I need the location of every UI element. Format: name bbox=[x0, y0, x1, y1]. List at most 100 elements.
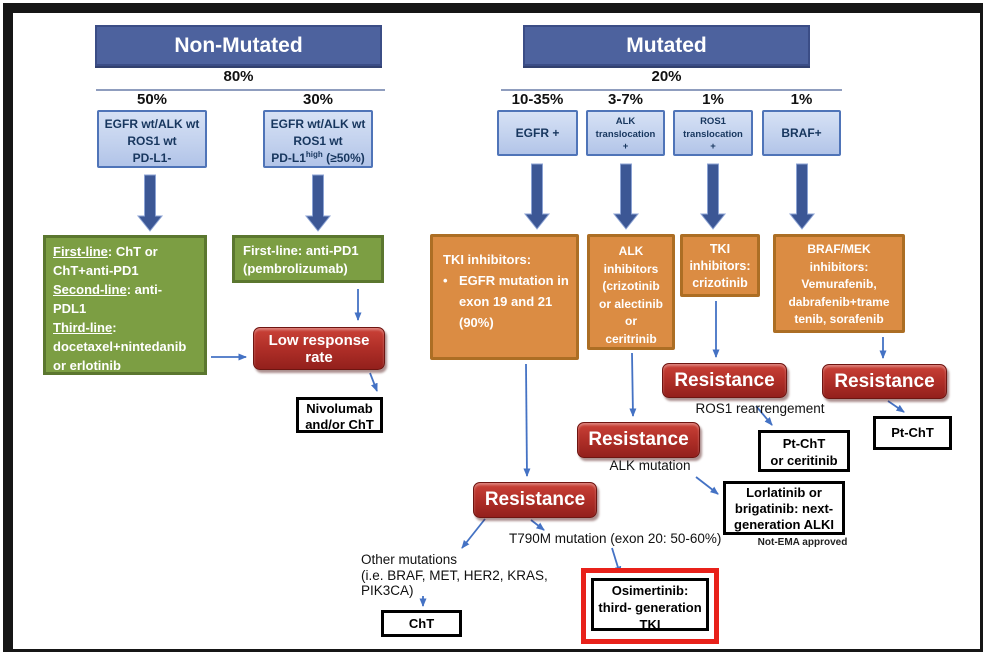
treatment-line: First-line: ChT or bbox=[53, 244, 158, 259]
box-pt-cht-or-ceritinib: Pt-ChT or ceritinib bbox=[758, 430, 850, 472]
box-line: Lorlatinib or bbox=[746, 485, 822, 500]
box-line: and/or ChT bbox=[305, 417, 374, 432]
treatment-line: docetaxel+nintedanib bbox=[53, 339, 187, 354]
box-braf-mek-inhibitors: BRAF/MEK inhibitors: Vemurafenib, dabraf… bbox=[773, 234, 905, 333]
box-line: ROS1 wt bbox=[293, 134, 343, 148]
block-arrow bbox=[699, 163, 727, 230]
box-line: or ceritinib bbox=[770, 453, 838, 468]
bullet-text: EGFR mutation in exon 19 and 21 (90%) bbox=[459, 273, 569, 330]
label-other-mutations-list: (i.e. BRAF, MET, HER2, KRAS, PIK3CA) bbox=[361, 568, 548, 598]
box-line: TKI bbox=[639, 617, 661, 632]
box-resistance-alk: Resistance bbox=[577, 422, 700, 458]
arrow-line bbox=[523, 363, 531, 477]
box-line: dabrafenib+trame bbox=[788, 294, 890, 309]
label-ros1-rearrangement: ROS1 rearrengement bbox=[695, 401, 825, 416]
box-line: third- generation bbox=[598, 600, 702, 615]
pct-20: 20% bbox=[651, 68, 682, 85]
box-line: Pt-ChT bbox=[782, 436, 826, 451]
resistance-label: Resistance bbox=[484, 489, 586, 510]
box-line: PD-L1- bbox=[132, 151, 172, 165]
box-line: ROS1 bbox=[700, 116, 726, 127]
treatment-line: PDL1 bbox=[53, 301, 87, 316]
box-egfr-wt-pdl1-neg: EGFR wt/ALK wt ROS1 wt PD-L1- bbox=[97, 110, 207, 168]
header-non-mutated-label: Non-Mutated bbox=[174, 33, 303, 57]
resistance-label: Resistance bbox=[588, 429, 689, 450]
label-other-mutations: Other mutations bbox=[361, 552, 458, 567]
pct-ros1: 1% bbox=[702, 91, 724, 108]
box-egfr-pos: EGFR + bbox=[497, 110, 578, 156]
highlight-osimertinib: Osimertinib: third- generation TKI bbox=[581, 568, 719, 644]
header-mutated-label: Mutated bbox=[626, 33, 707, 57]
box-line: crizotinib bbox=[692, 276, 748, 290]
box-resistance-braf: Resistance bbox=[822, 364, 947, 399]
box-first-line-anti-pd1: First-line: anti-PD1 (pembrolizumab) bbox=[232, 235, 384, 283]
box-label: Pt-ChT bbox=[891, 425, 934, 440]
treatment-line: First-line: anti-PD1 bbox=[243, 243, 359, 258]
bullet-glyph: • bbox=[443, 273, 448, 288]
box-tki-inhibitors-egfr: TKI inhibitors: • EGFR mutation in exon … bbox=[430, 234, 579, 360]
block-arrow bbox=[788, 163, 816, 230]
thin-arrows bbox=[211, 289, 905, 607]
box-label: ChT bbox=[408, 616, 435, 631]
box-line: BRAF/MEK bbox=[807, 242, 871, 256]
box-line: ALK bbox=[618, 244, 644, 258]
box-line: tenib, sorafenib bbox=[794, 312, 884, 326]
box-title: TKI inhibitors: bbox=[443, 252, 532, 267]
pct-alk: 3-7% bbox=[607, 91, 644, 108]
resistance-label: Resistance bbox=[834, 370, 935, 392]
pct-50: 50% bbox=[136, 91, 168, 108]
pct-80: 80% bbox=[223, 68, 254, 85]
label-alk-mutation: ALK mutation bbox=[609, 458, 691, 473]
box-line: + bbox=[622, 141, 629, 152]
treatment-line: ChT+anti-PD1 bbox=[53, 263, 139, 278]
block-arrow bbox=[612, 163, 640, 230]
box-line: translocation bbox=[595, 128, 656, 140]
treatment-line: (pembrolizumab) bbox=[243, 261, 348, 276]
label-t790m-mutation: T790M mutation (exon 20: 50-60%) bbox=[509, 531, 722, 546]
box-lorlatinib-brigatinib: Lorlatinib or brigatinib: next- generati… bbox=[723, 481, 845, 535]
block-arrow bbox=[136, 174, 164, 232]
box-line: inhibitors: bbox=[689, 259, 751, 273]
box-line: inhibitors: bbox=[809, 259, 869, 274]
box-line: or bbox=[625, 314, 637, 328]
box-line: Osimertinib: bbox=[611, 583, 689, 598]
box-resistance-egfr: Resistance bbox=[473, 482, 597, 518]
arrow-line bbox=[530, 519, 545, 531]
box-tki-inhibitors-ros1: TKI inhibitors: crizotinib bbox=[680, 234, 760, 297]
bullet-item: • EGFR mutation in exon 19 and 21 (90%) bbox=[443, 270, 570, 333]
arrow-line bbox=[369, 372, 378, 392]
superscript-high: high bbox=[305, 150, 323, 159]
box-line: (crizotinib bbox=[602, 279, 660, 293]
box-line: PD-L1high (≥50%) bbox=[271, 150, 365, 166]
box-line: inhibitors bbox=[603, 261, 659, 276]
box-line: Vemurafenib, bbox=[801, 277, 877, 291]
header-mutated: Mutated bbox=[523, 25, 810, 66]
box-first-second-third-line: First-line: ChT or ChT+anti-PD1 Second-l… bbox=[43, 235, 207, 375]
box-nivolumab-cht: Nivolumab and/or ChT bbox=[296, 397, 383, 433]
box-line: brigatinib: next- bbox=[734, 501, 834, 516]
treatment-line: or erlotinib bbox=[53, 358, 121, 373]
label-not-ema-approved: Not-EMA approved bbox=[757, 537, 848, 548]
box-line: or alectinib bbox=[598, 296, 663, 311]
block-arrow bbox=[304, 174, 332, 232]
box-line: Nivolumab bbox=[306, 401, 373, 416]
box-egfr-wt-pdl1-high: EGFR wt/ALK wt ROS1 wt PD-L1high (≥50%) bbox=[263, 110, 373, 168]
box-cht: ChT bbox=[381, 610, 462, 637]
arrow-line bbox=[887, 400, 905, 413]
box-resistance-ros1: Resistance bbox=[662, 363, 787, 398]
box-ros1-translocation: ROS1 translocation + bbox=[673, 110, 753, 156]
box-osimertinib: Osimertinib: third- generation TKI bbox=[591, 578, 709, 632]
box-braf-pos: BRAF+ bbox=[762, 110, 841, 156]
box-line: generation ALKI bbox=[734, 517, 834, 532]
treatment-line: Second-line: anti- bbox=[53, 282, 163, 297]
box-line: TKI bbox=[709, 242, 731, 256]
box-line: EGFR wt/ALK wt bbox=[104, 117, 200, 131]
treatment-line: Third-line: bbox=[53, 320, 117, 335]
box-line: EGFR wt/ALK wt bbox=[270, 117, 366, 131]
box-line: ALK bbox=[615, 116, 636, 127]
box-line: translocation bbox=[683, 128, 743, 140]
pct-braf: 1% bbox=[790, 91, 813, 108]
block-arrow bbox=[523, 163, 551, 230]
